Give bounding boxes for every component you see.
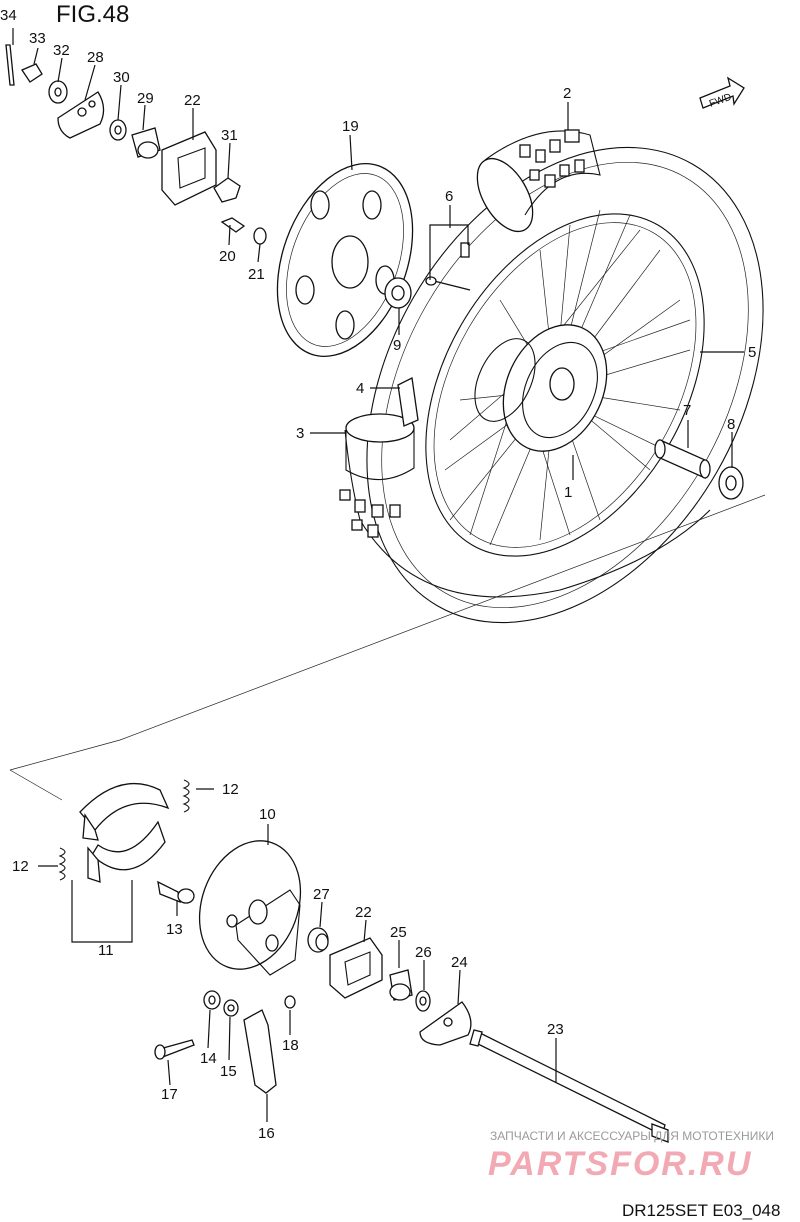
label-part-28: 28 bbox=[87, 49, 104, 66]
label-part-34: 34 bbox=[0, 7, 17, 24]
label-part-26: 26 bbox=[415, 944, 432, 961]
chain-adjuster-parts bbox=[5, 44, 267, 245]
label-part-12-left: 12 bbox=[12, 858, 29, 875]
label-part-18: 18 bbox=[282, 1037, 299, 1054]
label-part-17: 17 bbox=[161, 1086, 178, 1103]
figure-title: FIG.48 bbox=[56, 1, 129, 28]
label-part-10: 10 bbox=[259, 806, 276, 823]
label-part-2: 2 bbox=[563, 85, 571, 102]
label-part-29: 29 bbox=[137, 90, 154, 107]
label-part-21: 21 bbox=[248, 266, 265, 283]
label-part-24: 24 bbox=[451, 954, 468, 971]
label-part-27: 27 bbox=[313, 886, 330, 903]
figure-code: DR125SET E03_048 bbox=[622, 1201, 780, 1220]
label-part-6: 6 bbox=[445, 188, 453, 205]
label-part-8: 8 bbox=[727, 416, 735, 433]
label-part-20: 20 bbox=[219, 248, 236, 265]
label-part-11: 11 bbox=[98, 942, 114, 959]
label-part-14: 14 bbox=[200, 1050, 217, 1067]
fwd-arrow-icon: FWD bbox=[699, 76, 745, 110]
label-part-22-top: 22 bbox=[184, 92, 201, 109]
label-part-25: 25 bbox=[390, 924, 407, 941]
label-part-13: 13 bbox=[166, 921, 183, 938]
rear-wheel-drawing bbox=[339, 129, 764, 624]
label-part-12-right: 12 bbox=[222, 781, 239, 798]
label-part-22-bottom: 22 bbox=[355, 904, 372, 921]
label-part-9: 9 bbox=[393, 337, 401, 354]
watermark-caption: ЗАПЧАСТИ И АКСЕССУАРЫ ДЛЯ МОТОТЕХНИКИ bbox=[490, 1129, 774, 1143]
label-part-5: 5 bbox=[748, 344, 756, 361]
label-part-1: 1 bbox=[564, 484, 572, 501]
label-part-7: 7 bbox=[683, 402, 691, 419]
label-part-4: 4 bbox=[356, 380, 364, 397]
part-labels: 34 33 32 28 30 29 22 31 20 21 19 9 6 2 5… bbox=[0, 7, 756, 1142]
label-part-31: 31 bbox=[221, 127, 238, 144]
separator-line bbox=[9, 494, 766, 771]
leader-lines bbox=[12, 28, 744, 1122]
label-part-23: 23 bbox=[547, 1021, 564, 1038]
watermark-brand: PARTSFOR.RU bbox=[488, 1145, 752, 1183]
label-part-15: 15 bbox=[220, 1063, 237, 1080]
label-part-3: 3 bbox=[296, 425, 304, 442]
rear-sprocket-drawing bbox=[276, 163, 414, 357]
label-part-30: 30 bbox=[113, 69, 130, 86]
label-part-33: 33 bbox=[29, 30, 46, 47]
label-part-19: 19 bbox=[342, 118, 359, 135]
label-part-16: 16 bbox=[258, 1125, 275, 1142]
label-part-32: 32 bbox=[53, 42, 70, 59]
brake-assembly-drawing bbox=[58, 779, 669, 1143]
